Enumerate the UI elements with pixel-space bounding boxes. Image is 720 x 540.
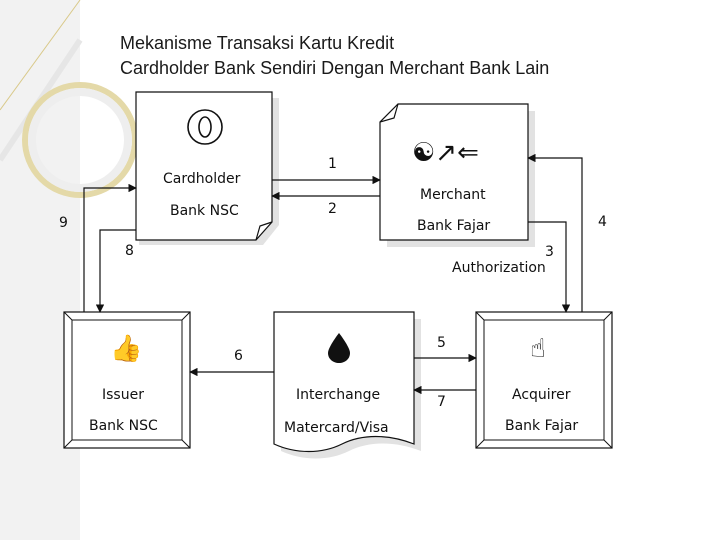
authorization-label: Authorization (452, 260, 546, 276)
step-1-label: 1 (328, 156, 337, 172)
issuer-label: Issuer (102, 387, 144, 403)
acquirer-label: Acquirer (512, 387, 571, 403)
title-line-2: Cardholder Bank Sendiri Dengan Merchant … (120, 58, 550, 78)
title-line-1: Mekanisme Transaksi Kartu Kredit (120, 33, 395, 53)
issuer-box (63, 311, 191, 449)
interchange-box (273, 311, 421, 459)
step-8-label: 8 (125, 243, 134, 259)
arrow-9 (83, 183, 137, 312)
left-decoration (0, 0, 138, 540)
step-9-label: 9 (59, 215, 68, 231)
arrow-3 (528, 221, 571, 313)
cardholder-box (135, 91, 279, 245)
drop-icon (328, 333, 350, 363)
merchant-bank-label: Bank Fajar (417, 218, 491, 234)
acquirer-bank-label: Bank Fajar (505, 418, 579, 434)
step-5-label: 5 (437, 335, 446, 351)
issuer-bank-label: Bank NSC (89, 418, 158, 434)
merchant-label: Merchant (420, 187, 486, 203)
step-2-label: 2 (328, 201, 337, 217)
thumbs-up-icon: 👍 (110, 334, 143, 364)
arrow-8 (95, 229, 136, 313)
interchange-label: Interchange (296, 387, 381, 403)
step-3-label: 3 (545, 244, 554, 260)
step-4-label: 4 (598, 214, 607, 230)
cardholder-symbol-icon (187, 109, 223, 145)
hand-icon: ☝ (530, 334, 546, 364)
merchant-symbols-icon: ☯↗⇐ (412, 138, 479, 168)
acquirer-box (475, 311, 613, 449)
cardholder-bank-label: Bank NSC (170, 203, 239, 219)
step-6-label: 6 (234, 348, 243, 364)
cardholder-label: Cardholder (163, 171, 241, 187)
arrow-4 (527, 153, 583, 312)
merchant-box (379, 103, 535, 247)
step-7-label: 7 (437, 394, 446, 410)
interchange-network-label: Matercard/Visa (284, 420, 389, 436)
